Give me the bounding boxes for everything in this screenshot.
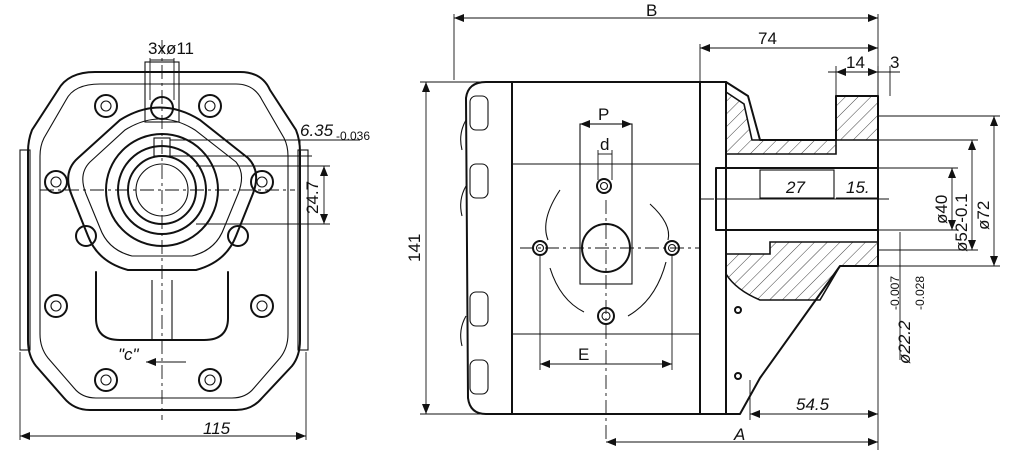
dim-port-pos: A: [733, 425, 745, 444]
front-shaft-key: [153, 137, 171, 157]
dim-step: 3: [890, 53, 899, 72]
dim-height: 141: [405, 234, 424, 262]
side-section-hatch-top: [725, 90, 837, 155]
dim-port-offset: E: [578, 345, 589, 364]
front-body-inner: [39, 83, 289, 399]
dim-shaft-15: 15.: [846, 178, 870, 197]
dim-shaft-flat: 24.7: [303, 181, 322, 214]
side-section-hatch-bottom: [725, 241, 879, 301]
dim-ports: 3xø11: [148, 39, 194, 58]
front-bolts: [44, 94, 274, 392]
dim-dia-72: ø72: [974, 201, 993, 230]
dim-flange-to-end: 74: [758, 29, 777, 48]
dim-width: 115: [203, 419, 231, 438]
front-left-tab: [19, 149, 31, 351]
front-view: "c" 3xø11 6.35 -0.036 24.7 115: [19, 39, 370, 440]
dim-port-spacing: P: [598, 105, 609, 124]
side-cover-bolts: [460, 95, 489, 395]
rotation-mark: "c": [118, 345, 140, 364]
front-flange-inner: [82, 118, 243, 257]
dim-total-length: B: [646, 1, 657, 20]
side-view: B 74 14 3 P d 141 27 15: [405, 1, 1000, 450]
front-flange-hole-right: [227, 225, 249, 247]
side-end-cover: [465, 81, 513, 415]
dim-dia-52: ø52-0.1: [952, 193, 971, 252]
dim-flange-len: 54.5: [796, 395, 830, 414]
front-right-tab: [297, 149, 309, 351]
dim-pilot: 14: [846, 53, 865, 72]
dim-key-tol: -0.036: [336, 129, 370, 143]
side-port-d: [596, 178, 612, 194]
front-body-outline: [27, 71, 301, 411]
front-flange-hole-left: [75, 225, 97, 247]
dim-dia-40: ø40: [932, 195, 951, 224]
side-flange: [699, 81, 727, 415]
front-flange: [67, 106, 258, 271]
dim-dia-22-tol-upper: -0.007: [888, 276, 902, 310]
dim-dia-22-tol-lower: -0.028: [913, 276, 927, 310]
dim-shaft-27: 27: [785, 178, 805, 197]
dim-key: 6.35: [300, 121, 334, 140]
dim-dia-22: ø22.2: [895, 320, 914, 364]
dim-port-dia: d: [600, 135, 609, 154]
front-lower-cavity: [95, 271, 229, 341]
